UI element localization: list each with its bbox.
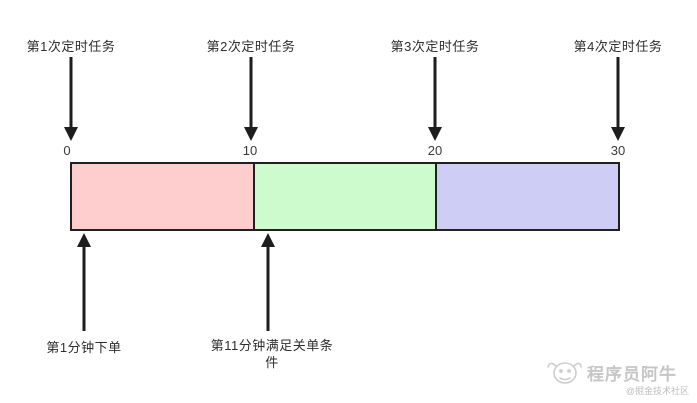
- arrow-shaft: [249, 57, 253, 128]
- arrow-head: [244, 127, 258, 141]
- ox-doodle-icon: [546, 354, 582, 393]
- watermark: 程序员阿牛 @掘金技术社区: [546, 352, 691, 398]
- segment-0-10: [72, 164, 253, 229]
- arrow-shaft: [433, 57, 437, 128]
- down-arrow-icon: [611, 57, 625, 141]
- task-2-label: 第2次定时任务: [206, 39, 296, 54]
- arrow-head: [64, 127, 78, 141]
- event-order-label: 第1分钟下单: [46, 340, 122, 355]
- tick-30: 30: [610, 143, 626, 158]
- arrow-head: [77, 233, 91, 247]
- task-1-label: 第1次定时任务: [26, 39, 116, 54]
- timeline-bar: [70, 162, 620, 231]
- down-arrow-icon: [428, 57, 442, 141]
- task-4-label: 第4次定时任务: [573, 39, 663, 54]
- segment-20-30: [437, 164, 619, 229]
- up-arrow-icon: [261, 233, 275, 331]
- arrow-head: [428, 127, 442, 141]
- arrow-shaft: [82, 246, 86, 331]
- watermark-name: 程序员阿牛: [587, 365, 677, 384]
- arrow-shaft: [266, 246, 270, 331]
- down-arrow-icon: [64, 57, 78, 141]
- down-arrow-icon: [244, 57, 258, 141]
- arrow-head: [611, 127, 625, 141]
- watermark-subtitle: @掘金技术社区: [625, 386, 689, 396]
- tick-0: 0: [63, 143, 71, 158]
- segment-10-20: [252, 164, 438, 229]
- tick-10: 10: [242, 143, 258, 158]
- up-arrow-icon: [77, 233, 91, 331]
- event-close-condition-label: 第11分钟满足关单条件: [210, 338, 334, 370]
- arrow-head: [261, 233, 275, 247]
- arrow-shaft: [69, 57, 73, 128]
- tick-20: 20: [427, 143, 443, 158]
- task-3-label: 第3次定时任务: [390, 39, 480, 54]
- arrow-shaft: [616, 57, 620, 128]
